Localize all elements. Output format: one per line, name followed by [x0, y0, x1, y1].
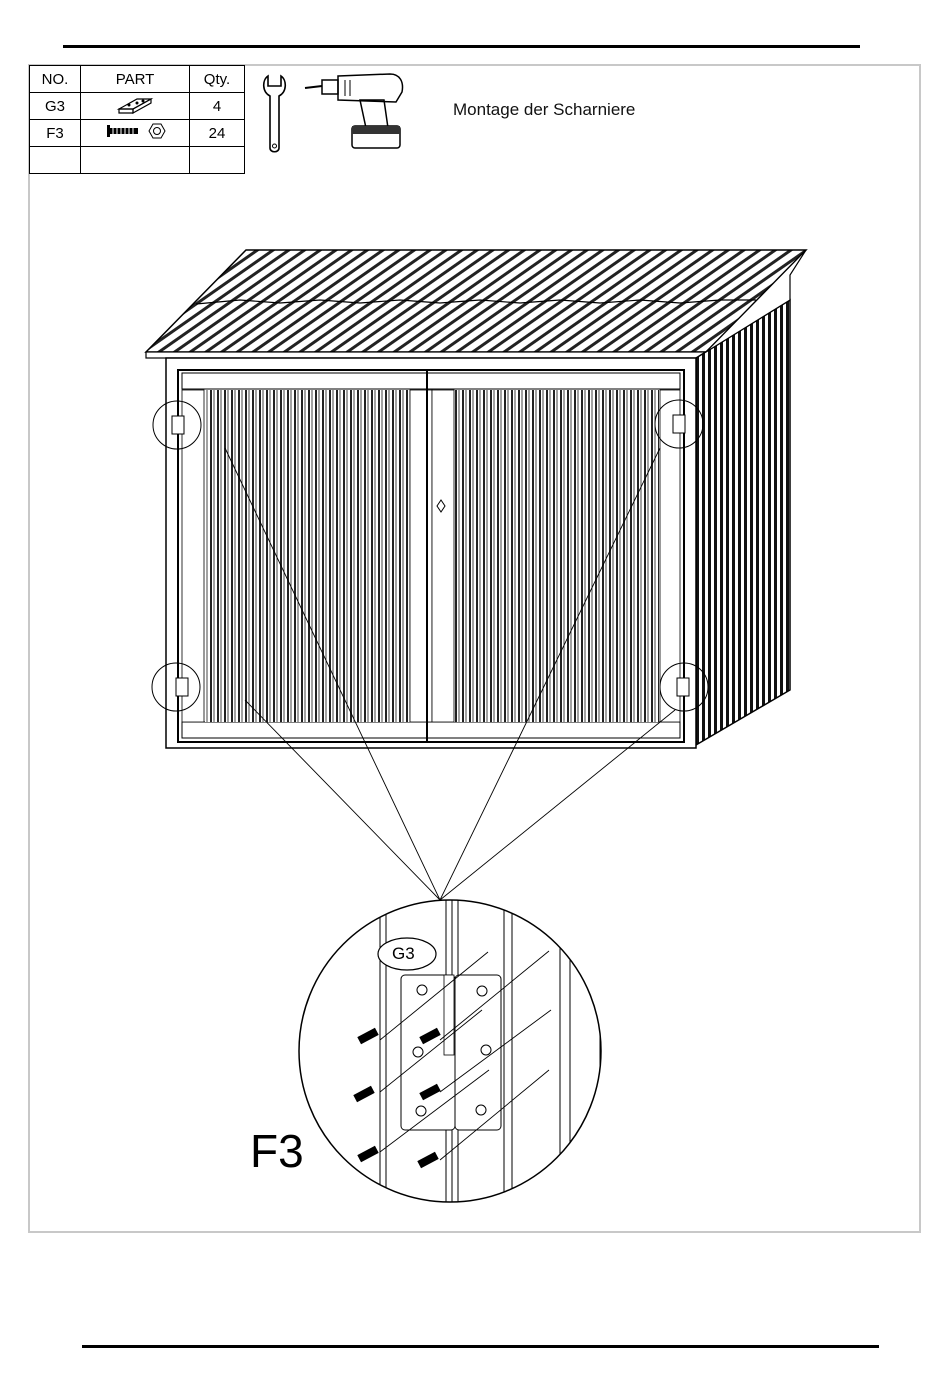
- hinge-detail-zoom: [296, 897, 606, 1207]
- hinge-callout-label: G3: [392, 944, 415, 964]
- cordless-drill-icon: [305, 74, 403, 148]
- footer-rule: [82, 1345, 879, 1348]
- shed-roof: [146, 250, 806, 358]
- wrench-icon: [264, 76, 286, 152]
- screw-callout-label: F3: [250, 1124, 304, 1178]
- shed-front-wall: [166, 358, 696, 748]
